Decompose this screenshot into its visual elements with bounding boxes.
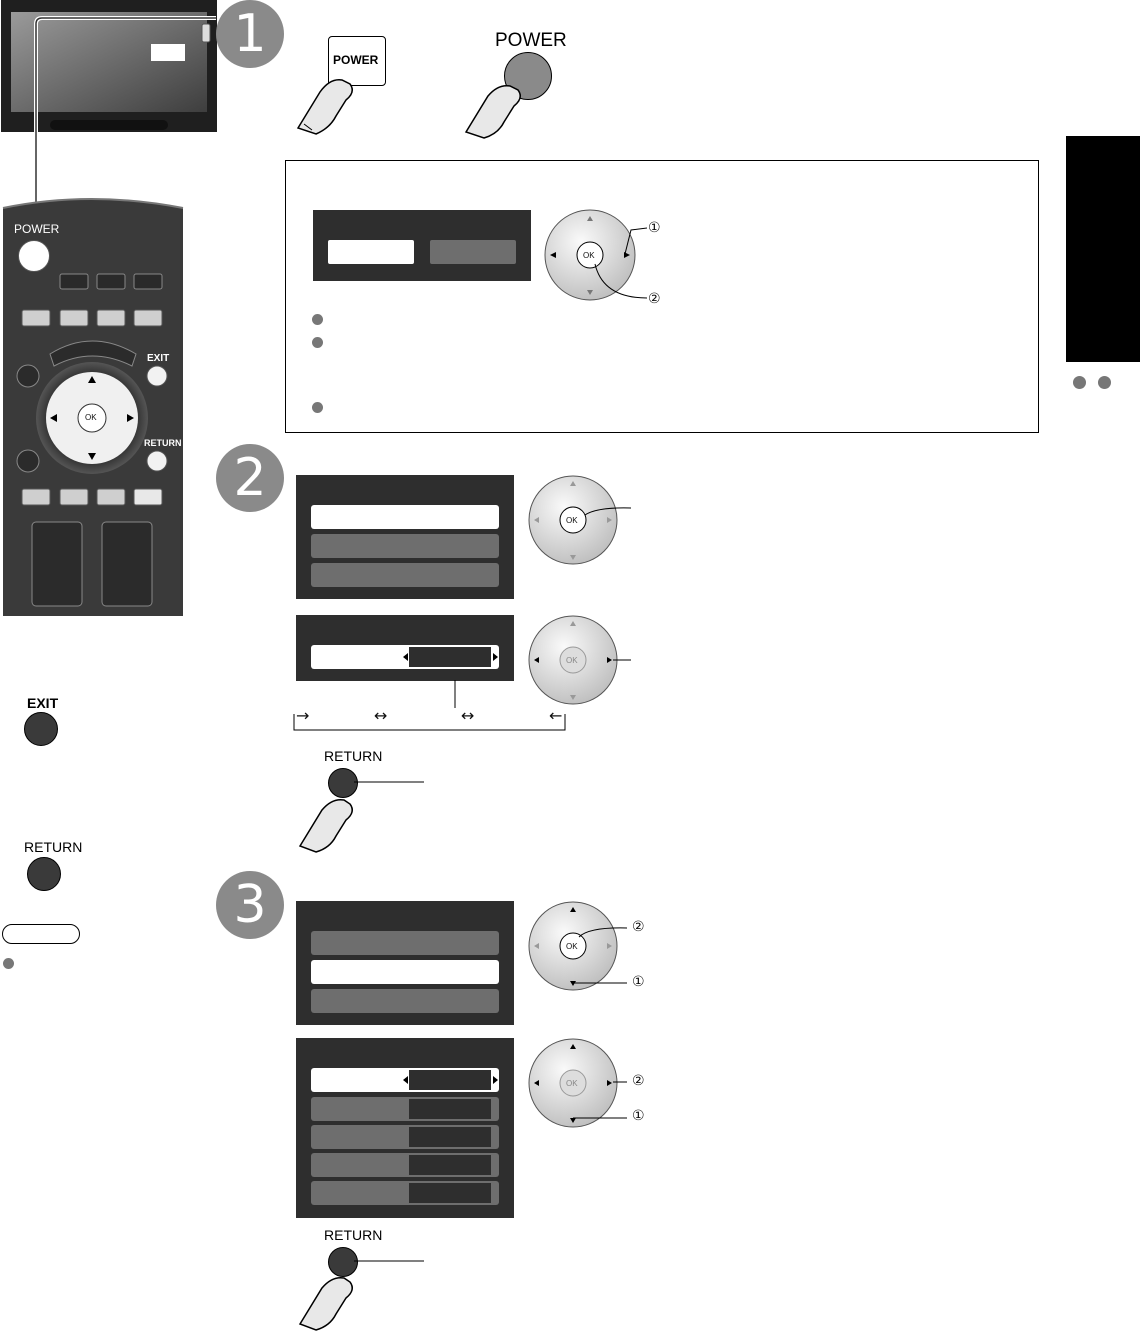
arrow-right-icon[interactable] xyxy=(493,653,498,661)
setting-row[interactable] xyxy=(311,645,499,669)
remote-ok-label: OK xyxy=(85,413,97,422)
remote-control xyxy=(2,198,184,616)
menu-item[interactable] xyxy=(311,563,499,587)
arrow-right-icon[interactable] xyxy=(493,1076,498,1084)
dpad-icon xyxy=(528,615,631,705)
step-3-badge: 3 xyxy=(216,871,284,939)
setting-row[interactable] xyxy=(311,1097,499,1121)
setting-row-selected[interactable] xyxy=(311,1068,499,1092)
bullet xyxy=(312,337,323,348)
tv-power-button[interactable]: POWER xyxy=(328,36,386,86)
hand-icon xyxy=(298,1260,424,1331)
menu-item[interactable] xyxy=(311,989,499,1013)
step-2-badge: 2 xyxy=(216,444,284,512)
hand-icon xyxy=(298,781,424,853)
remote-power-button[interactable] xyxy=(18,240,50,272)
return-button[interactable] xyxy=(328,768,358,798)
step-1-badge: 1 xyxy=(216,0,284,68)
menu-item[interactable] xyxy=(311,931,499,955)
menu-item-selected[interactable] xyxy=(311,505,499,529)
return-button[interactable] xyxy=(328,1247,358,1277)
info-box xyxy=(285,160,1039,433)
exit-button[interactable] xyxy=(24,712,58,746)
dpad-icon xyxy=(528,901,628,991)
page-dot xyxy=(1098,376,1111,389)
return-button[interactable] xyxy=(27,857,61,891)
option-selected[interactable] xyxy=(328,240,414,264)
tv-screen-box xyxy=(151,44,185,61)
remote-exit-label: EXIT xyxy=(147,353,170,364)
arrow-left-icon[interactable] xyxy=(403,653,408,661)
bullet xyxy=(312,402,323,413)
callout-line xyxy=(34,16,216,222)
hand-icon xyxy=(296,79,353,135)
cycle-diagram xyxy=(293,680,566,731)
setting-value xyxy=(409,647,491,667)
menu-panel-a xyxy=(296,475,514,599)
ok-label: OK xyxy=(583,251,595,260)
bullet xyxy=(312,314,323,325)
hand-icon xyxy=(464,84,521,139)
menu-panel-d xyxy=(296,1038,514,1218)
option-unselected[interactable] xyxy=(430,240,516,264)
menu-item-selected[interactable] xyxy=(311,960,499,984)
dpad-icon xyxy=(544,209,648,301)
remote-power-press: POWER xyxy=(460,28,590,139)
setting-row[interactable] xyxy=(311,1125,499,1149)
note-bullet xyxy=(3,958,14,969)
setting-row[interactable] xyxy=(311,1153,499,1177)
menu-panel-b xyxy=(296,615,514,681)
arrow-left-icon[interactable] xyxy=(403,1076,408,1084)
remote-return-label: RETURN xyxy=(144,438,182,448)
side-tab xyxy=(1066,136,1140,362)
menu-panel-c xyxy=(296,901,514,1025)
menu-item[interactable] xyxy=(311,534,499,558)
setting-row[interactable] xyxy=(311,1181,499,1205)
side-return-label: RETURN xyxy=(24,839,83,855)
dpad-icon xyxy=(528,475,632,565)
remote-power-label: POWER xyxy=(14,222,60,236)
side-exit-label: EXIT xyxy=(27,695,59,711)
selection-menu xyxy=(313,210,531,281)
tv-power-press: POWER xyxy=(290,30,400,135)
dpad-icon xyxy=(528,1038,627,1128)
power-round-button[interactable] xyxy=(504,52,552,100)
page-dot xyxy=(1073,376,1086,389)
note-tag xyxy=(2,924,80,944)
